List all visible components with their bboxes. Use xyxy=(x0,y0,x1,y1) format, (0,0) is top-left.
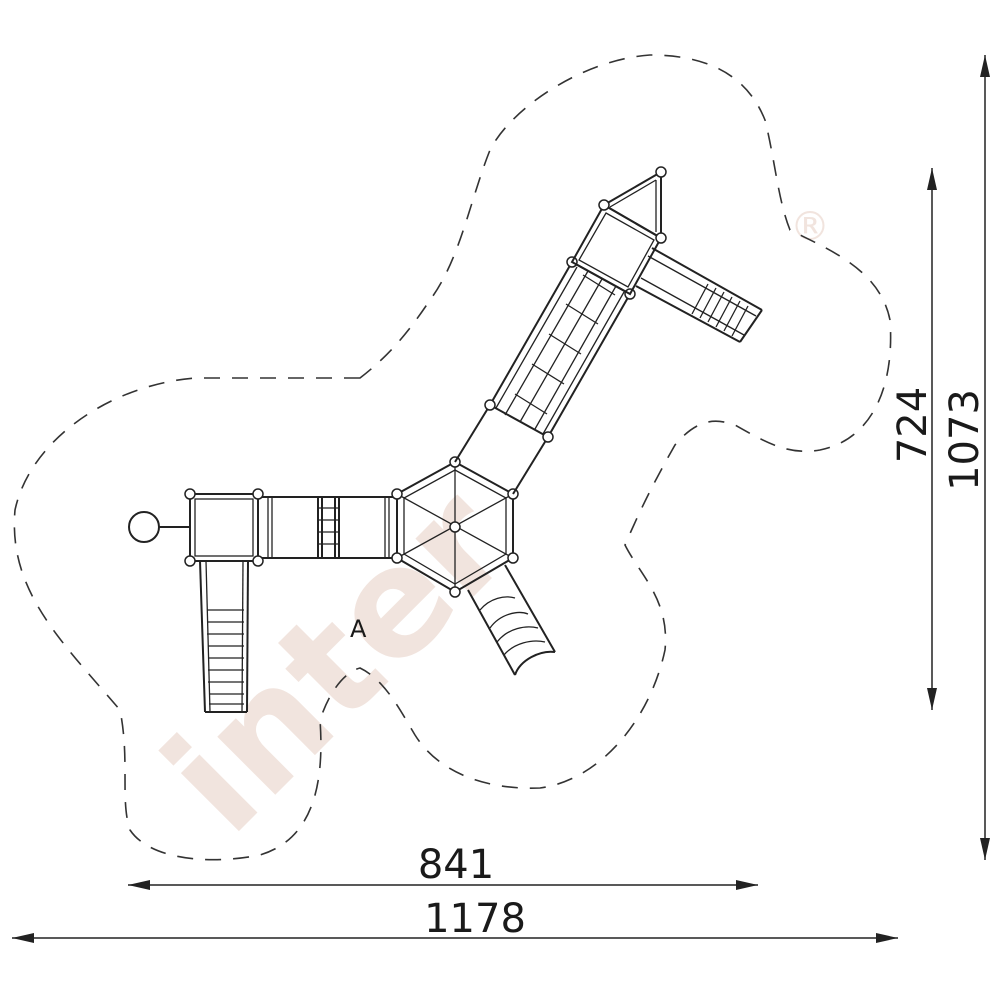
vertical-dimensions: 724 1073 xyxy=(890,55,990,860)
area-label: A xyxy=(350,615,367,643)
climbing-net-bridge xyxy=(454,256,636,495)
horizontal-dimensions: 841 1178 xyxy=(12,842,898,943)
wave-slide xyxy=(467,564,556,676)
left-ladder xyxy=(199,560,249,713)
left-tower xyxy=(128,488,264,567)
safety-zone-outline xyxy=(13,54,892,861)
horizontal-bridge xyxy=(262,496,395,559)
steering-ring xyxy=(128,511,160,543)
watermark: inter ® xyxy=(132,204,830,865)
dimension-label-1178: 1178 xyxy=(424,896,526,942)
dimension-label-841: 841 xyxy=(418,842,494,888)
upper-right-ladder xyxy=(635,247,763,343)
left-platform xyxy=(189,493,259,562)
dimension-label-724: 724 xyxy=(890,387,936,463)
upper-tower xyxy=(570,166,667,296)
roof-triangle xyxy=(602,170,662,240)
watermark-text: inter xyxy=(132,456,542,866)
watermark-registered-mark: ® xyxy=(790,204,830,250)
dimension-label-1073: 1073 xyxy=(942,389,988,491)
